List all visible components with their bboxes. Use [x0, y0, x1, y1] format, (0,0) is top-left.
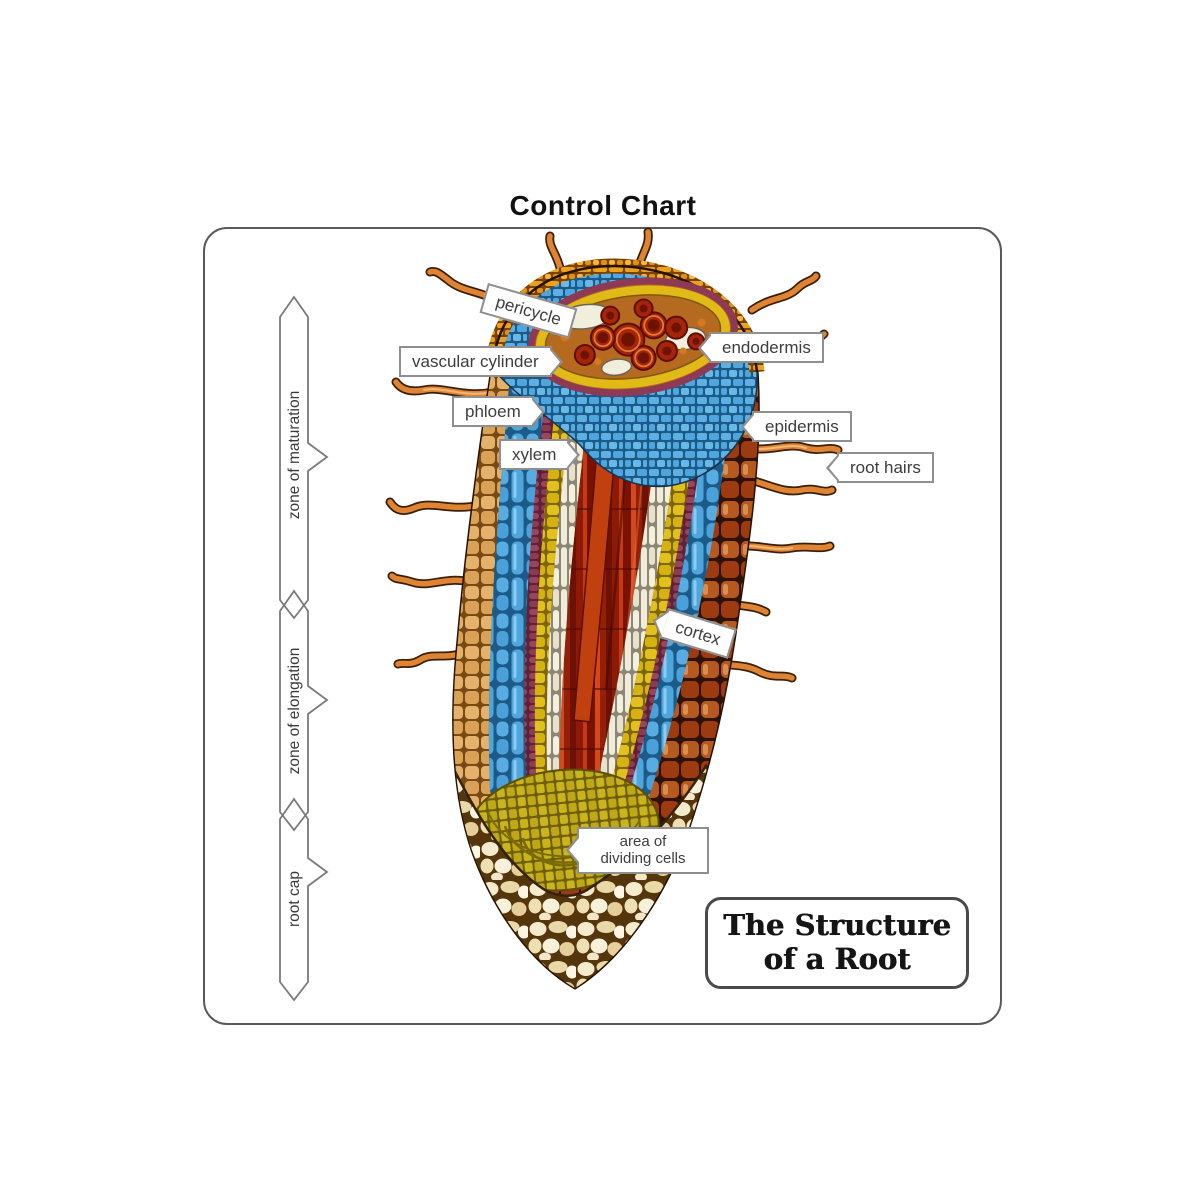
vascular-cylinder-face: [528, 277, 738, 397]
zone-root-cap-text: root cap: [286, 870, 303, 928]
label-vascular-cylinder: vascular cylinder: [399, 346, 552, 378]
diagram-frame: [203, 227, 1002, 1025]
zone-elongation-text: zone of elongation: [286, 647, 303, 775]
caption-line2: of a Root: [763, 942, 911, 976]
label-area-of-dividing-cells: area of dividing cells: [577, 827, 709, 874]
zone-root-cap-bracket: [279, 797, 329, 1002]
label-epidermis: epidermis: [752, 411, 852, 443]
zone-maturation-text: zone of maturation: [286, 390, 303, 520]
label-phloem: phloem: [452, 396, 534, 428]
zone-elongation-bracket: [279, 589, 329, 832]
label-endodermis: endodermis: [709, 332, 824, 364]
label-root-hairs: root hairs: [837, 452, 934, 484]
label-area-line2: dividing cells: [600, 850, 686, 868]
label-area-line1: area of: [619, 833, 667, 850]
caption-line1: The Structure: [723, 908, 951, 943]
page-title: Control Chart: [509, 190, 697, 221]
label-xylem: xylem: [499, 439, 570, 471]
caption-box: The Structure of a Root: [705, 897, 969, 989]
zone-brackets: [279, 295, 329, 1002]
zone-maturation-bracket: [279, 295, 329, 620]
